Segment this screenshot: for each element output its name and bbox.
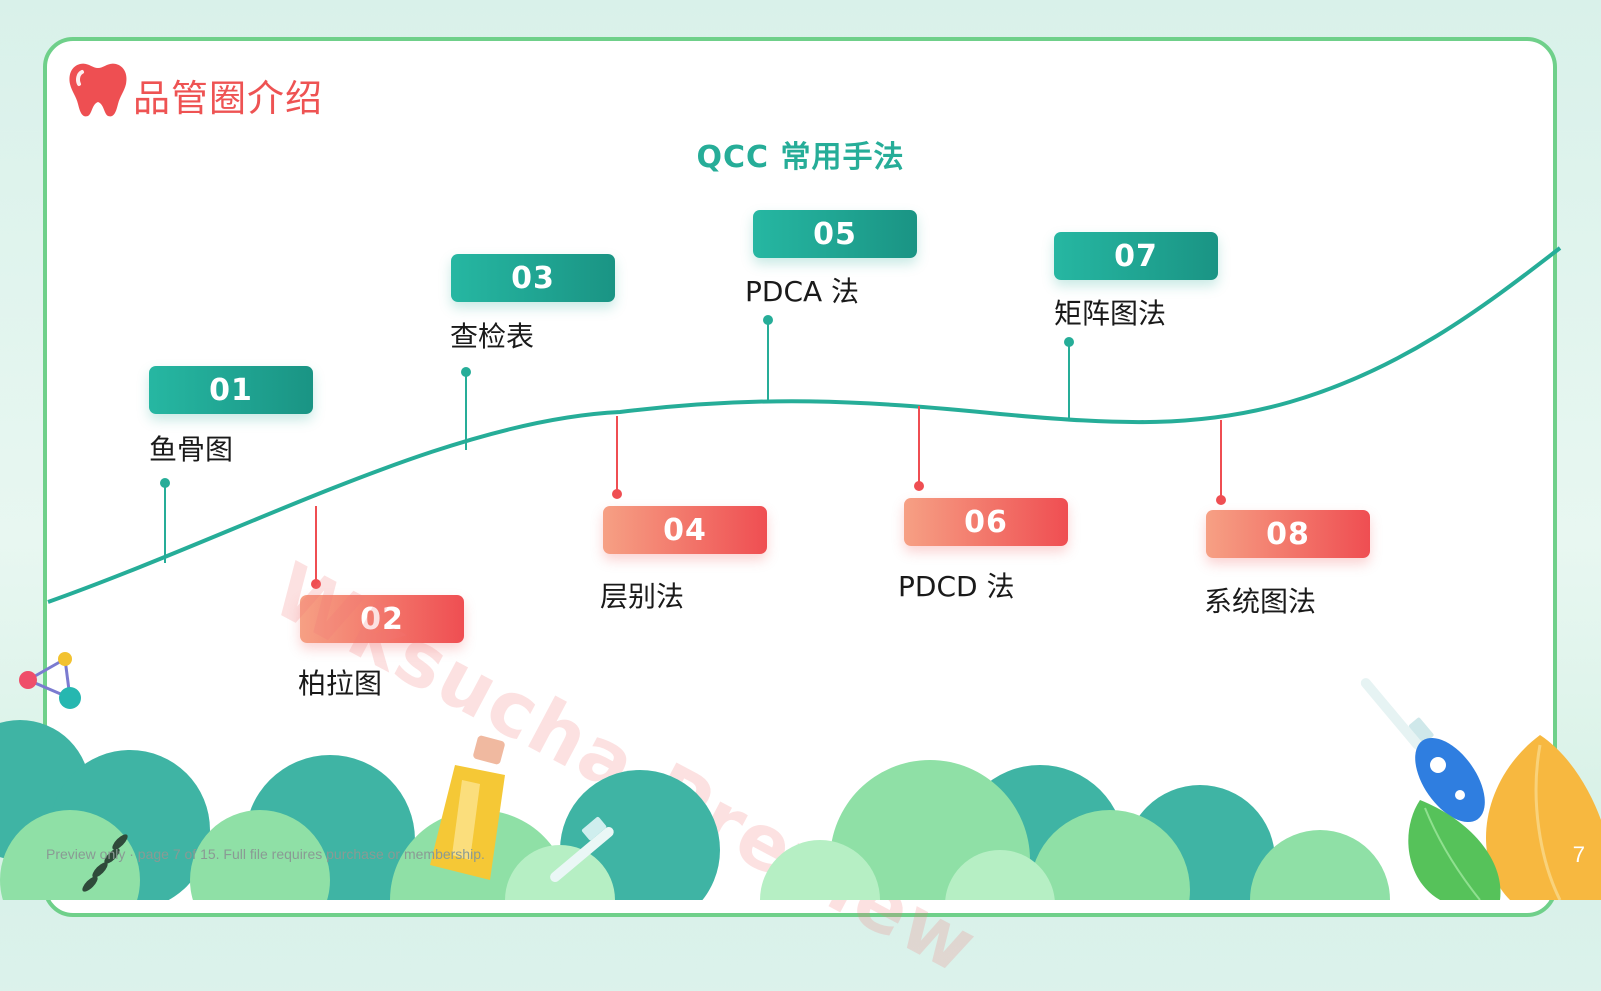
- step-05-badge: 05: [753, 210, 917, 258]
- timeline-graphic: [47, 246, 1562, 604]
- step-01-badge: 01: [149, 366, 313, 414]
- timeline-curve: [47, 246, 1562, 604]
- connector-01: [160, 478, 170, 563]
- step-03-label: 查检表: [450, 320, 535, 353]
- tooth-logo-icon: [69, 63, 127, 117]
- connector-04: [612, 416, 622, 499]
- step-05-label: PDCA 法: [745, 275, 860, 308]
- step-03-badge: 03: [451, 254, 615, 302]
- step-01-label: 鱼骨图: [149, 433, 234, 466]
- step-08-badge: 08: [1206, 510, 1370, 558]
- step-04-badge: 04: [603, 506, 767, 554]
- connector-03: [461, 367, 471, 450]
- step-07-label: 矩阵图法: [1054, 297, 1167, 330]
- section-subtitle: QCC 常用手法: [696, 140, 905, 175]
- connector-02: [311, 506, 321, 589]
- step-08-label: 系统图法: [1204, 585, 1317, 618]
- step-02-label: 柏拉图: [298, 667, 383, 700]
- brand-title: 品管圈介绍: [133, 77, 323, 120]
- connector-07: [1064, 337, 1074, 420]
- step-04-label: 层别法: [600, 580, 685, 613]
- step-06-badge: 06: [904, 498, 1068, 546]
- connector-06: [914, 406, 924, 491]
- preview-footer-note: Preview only · page 7 of 15. Full file r…: [46, 846, 485, 862]
- connector-05: [763, 315, 773, 400]
- step-07-badge: 07: [1054, 232, 1218, 280]
- connector-08: [1216, 420, 1226, 505]
- step-06-label: PDCD 法: [898, 570, 1015, 603]
- step-02-badge: 02: [300, 595, 464, 643]
- page-number: 7: [1572, 842, 1585, 867]
